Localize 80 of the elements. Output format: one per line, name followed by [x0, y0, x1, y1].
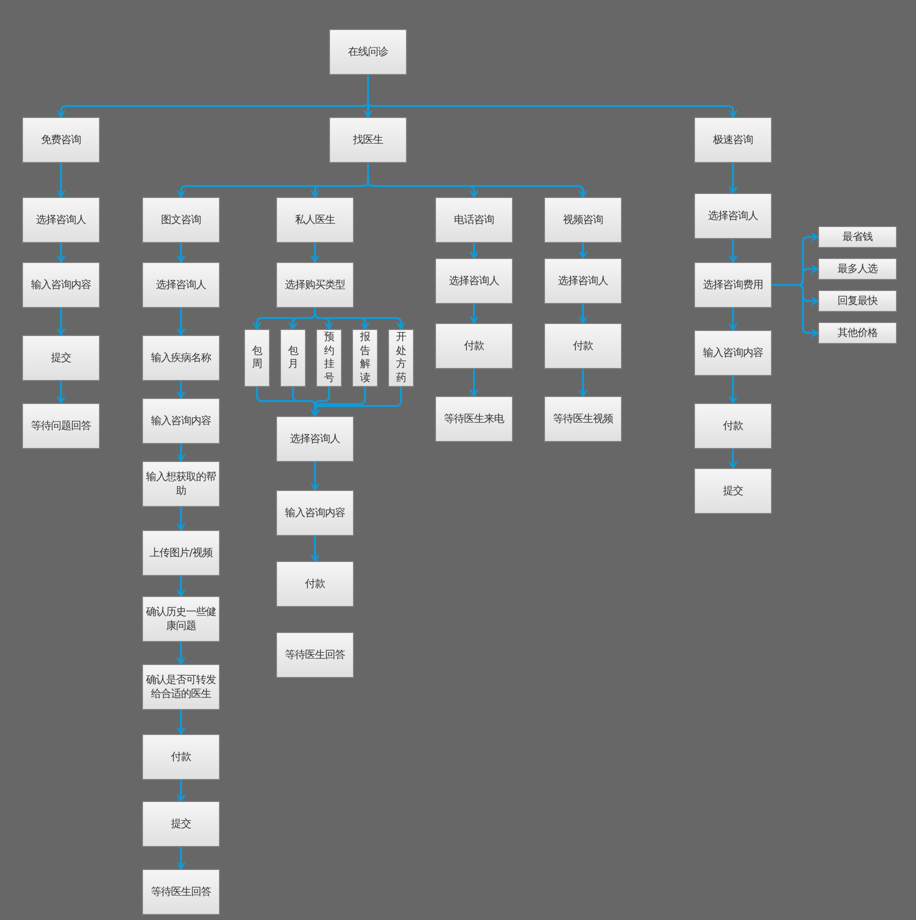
- process-box: 选择咨询人: [22, 197, 100, 243]
- process-box: 选择咨询人: [544, 258, 622, 304]
- process-box: 在线问诊: [329, 29, 407, 75]
- arrow: [176, 847, 186, 870]
- arrow: [578, 243, 588, 259]
- process-box: 视频咨询: [544, 197, 622, 243]
- option-box: 开处方药: [388, 329, 414, 387]
- process-box: 等待医生回答: [142, 869, 220, 915]
- arrow: [728, 163, 738, 194]
- process-box: 选择咨询费用: [694, 262, 772, 308]
- arrow: [56, 381, 66, 404]
- option-box: 最多人选: [818, 258, 897, 280]
- arrow: [728, 239, 738, 263]
- process-box: 付款: [694, 403, 772, 449]
- arrow: [367, 75, 738, 118]
- process-box: 选择咨询人: [435, 258, 513, 304]
- arrow: [176, 710, 186, 735]
- process-box: 付款: [276, 561, 354, 607]
- process-box: 电话咨询: [435, 197, 513, 243]
- process-box: 输入疾病名称: [142, 335, 220, 381]
- process-box: 付款: [435, 323, 513, 369]
- process-box: 输入想获取的帮助: [142, 461, 220, 507]
- process-box: 找医生: [329, 117, 407, 163]
- process-box: 等待医生视频: [544, 396, 622, 442]
- arrow: [310, 387, 402, 417]
- arrow: [176, 780, 186, 802]
- arrow: [176, 576, 186, 597]
- arrow: [772, 284, 819, 338]
- process-box: 私人医生: [276, 197, 354, 243]
- arrow: [314, 308, 406, 330]
- arrow: [728, 308, 738, 331]
- process-box: 输入咨询内容: [276, 490, 354, 536]
- process-box: 等待问题回答: [22, 403, 100, 449]
- process-box: 确认是否可转发给合适的医生: [142, 664, 220, 710]
- process-box: 选择咨询人: [276, 416, 354, 462]
- process-box: 等待医生回答: [276, 632, 354, 678]
- arrow: [470, 304, 478, 324]
- arrow: [176, 642, 186, 665]
- process-box: 选择购买类型: [276, 262, 354, 308]
- process-box: 提交: [142, 801, 220, 847]
- option-box: 包月: [280, 329, 306, 387]
- arrow: [728, 449, 738, 469]
- arrow: [470, 369, 478, 397]
- process-box: 输入咨询内容: [142, 398, 220, 444]
- process-box: 上传图片/视频: [142, 530, 220, 576]
- arrow: [310, 462, 320, 491]
- option-box: 其他价格: [818, 322, 897, 344]
- process-box: 免费咨询: [22, 117, 100, 163]
- arrow: [56, 243, 66, 263]
- arrow: [310, 536, 320, 562]
- process-box: 图文咨询: [142, 197, 220, 243]
- arrow: [728, 376, 738, 404]
- process-box: 确认历史一些健康问题: [142, 596, 220, 642]
- process-box: 提交: [22, 335, 100, 381]
- arrow: [176, 444, 186, 462]
- arrow: [310, 243, 320, 263]
- option-box: 报告解读: [352, 329, 378, 387]
- arrow: [578, 304, 588, 324]
- arrow: [470, 243, 478, 259]
- option-box: 包周: [244, 329, 270, 387]
- process-box: 付款: [544, 323, 622, 369]
- option-box: 预约挂号: [316, 329, 342, 387]
- arrow: [176, 507, 186, 531]
- arrow: [578, 369, 588, 397]
- arrow: [176, 308, 186, 336]
- arrow: [367, 163, 588, 198]
- arrow: [176, 243, 186, 263]
- arrow: [56, 308, 66, 336]
- process-box: 输入咨询内容: [694, 330, 772, 376]
- process-box: 付款: [142, 734, 220, 780]
- process-box: 等待医生来电: [435, 396, 513, 442]
- process-box: 选择咨询人: [142, 262, 220, 308]
- process-box: 输入咨询内容: [22, 262, 100, 308]
- arrow: [56, 163, 66, 198]
- option-box: 最省钱: [818, 226, 897, 248]
- process-box: 选择咨询人: [694, 193, 772, 239]
- option-box: 回复最快: [818, 290, 897, 312]
- arrow: [176, 381, 186, 399]
- process-box: 极速咨询: [694, 117, 772, 163]
- process-box: 提交: [694, 468, 772, 514]
